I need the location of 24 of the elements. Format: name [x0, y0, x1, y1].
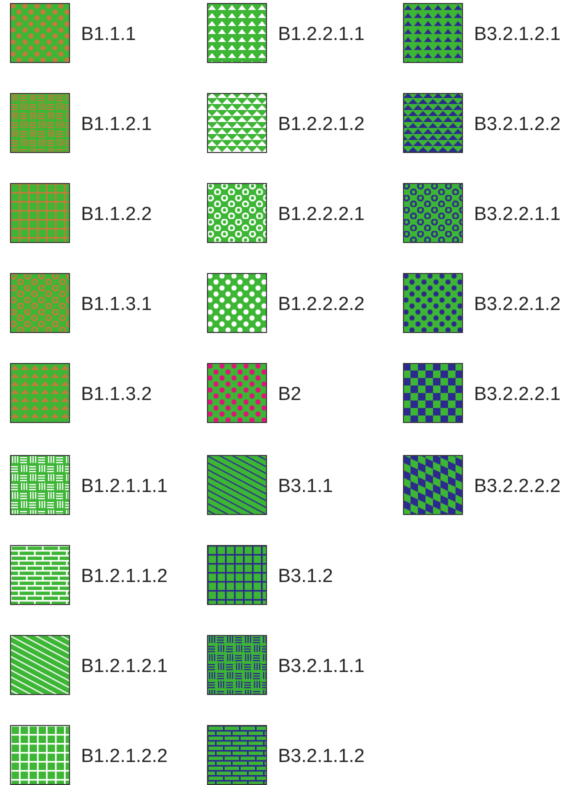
legend-label: B1.1.1	[81, 24, 136, 46]
legend-label: B1.2.1.1.1	[81, 476, 168, 498]
legend-label: B3.2.1.2.1	[474, 24, 561, 46]
legend-label: B3.1.2	[278, 566, 333, 588]
legend-label: B1.2.2.2.2	[278, 294, 365, 316]
legend-label: B3.2.2.2.2	[474, 476, 561, 498]
legend-label: B1.2.2.1.1	[278, 24, 365, 46]
legend-label: B3.1.1	[278, 476, 333, 498]
legend-label: B1.2.2.2.1	[278, 204, 365, 226]
legend-label: B3.2.2.1.1	[474, 204, 561, 226]
legend-label: B1.2.1.1.2	[81, 566, 168, 588]
legend-label: B1.2.1.2.2	[81, 746, 168, 768]
legend-label: B3.2.2.2.1	[474, 384, 561, 406]
legend-label: B3.2.1.2.2	[474, 114, 561, 136]
legend-label: B1.2.2.1.2	[278, 114, 365, 136]
legend-label: B2	[278, 384, 302, 406]
legend-label: B1.1.2.1	[81, 114, 152, 136]
legend-label: B1.1.2.2	[81, 204, 152, 226]
legend-label: B1.1.3.2	[81, 384, 152, 406]
legend-label: B1.2.1.2.1	[81, 656, 168, 678]
legend-label: B1.1.3.1	[81, 294, 152, 316]
legend-label: B3.2.1.1.2	[278, 746, 365, 768]
legend-label: B3.2.2.1.2	[474, 294, 561, 316]
legend-label: B3.2.1.1.1	[278, 656, 365, 678]
